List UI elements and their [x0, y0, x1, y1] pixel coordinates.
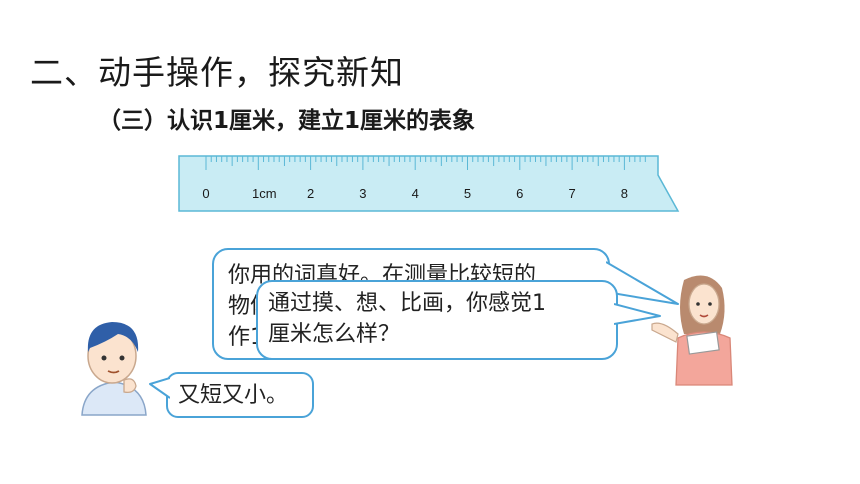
- teacher-bubble-back-tail: [606, 261, 679, 305]
- ruler-label: 0: [202, 186, 209, 201]
- ruler-label: 1cm: [252, 186, 277, 201]
- student-speech-bubble: 又短又小。: [166, 372, 314, 418]
- ruler-label: 5: [464, 186, 471, 201]
- ruler-label: 3: [359, 186, 366, 201]
- ruler-body: [178, 155, 680, 212]
- teacher-bubble-front-tail: [614, 303, 661, 325]
- teacher-figure: [651, 275, 733, 386]
- student-bubble-tail: [149, 377, 170, 399]
- teacher-bubble-front-line2: 厘米怎么样？: [268, 322, 401, 347]
- slide-heading: 二、动手操作，探究新知: [30, 53, 404, 92]
- ruler-labels: 0 1cm 2 3 4 5 6 7 8: [202, 186, 628, 201]
- ruler-label: 7: [568, 186, 575, 201]
- ruler-ticks: [205, 156, 646, 170]
- teacher-bubble-front-line1: 通过摸、想、比画，你感觉1: [268, 291, 546, 316]
- student-bubble-text: 又短又小。: [178, 383, 289, 408]
- centimeter-ruler: 0 1cm 2 3 4 5 6 7 8: [178, 155, 680, 212]
- slide-subheading: （三）认识1厘米，建立1厘米的表象: [98, 108, 476, 134]
- ruler-label: 4: [412, 186, 419, 201]
- student-figure: [81, 322, 147, 416]
- teacher-speech-bubble-front: 通过摸、想、比画，你感觉1 厘米怎么样？: [256, 280, 618, 360]
- ruler-label: 6: [516, 186, 523, 201]
- ruler-label: 2: [307, 186, 314, 201]
- ruler-label: 8: [621, 186, 628, 201]
